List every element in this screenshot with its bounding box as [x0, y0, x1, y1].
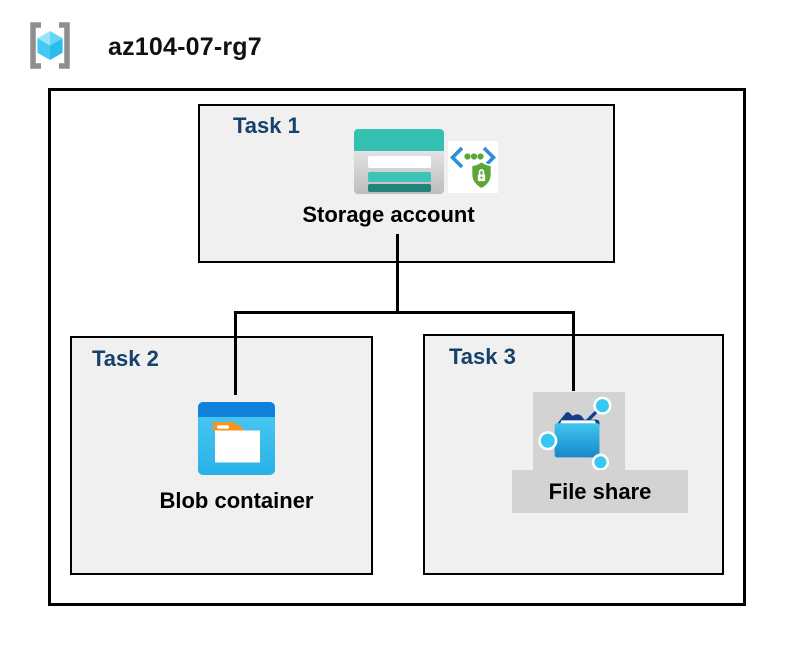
storage-account-icon	[354, 129, 444, 194]
connector-horizontal-bar	[234, 311, 575, 314]
task2-box: Task 2 Blob container	[70, 336, 373, 575]
blob-container-icon	[198, 402, 275, 475]
task1-box: Task 1 Storage account	[198, 104, 615, 263]
sas-secure-access-icon	[448, 141, 498, 193]
file-share-label-highlight: File share	[512, 470, 688, 513]
storage-account-caption: Storage account	[302, 202, 475, 227]
file-share-icon	[538, 396, 612, 471]
connector-to-blob-container	[234, 311, 237, 395]
blob-container-caption: Blob container	[159, 488, 314, 513]
resource-group-name: az104-07-rg7	[108, 33, 262, 61]
connector-to-file-share	[572, 311, 575, 391]
connector-storage-stem	[396, 234, 399, 313]
task3-label: Task 3	[449, 344, 516, 369]
file-share-caption: File share	[548, 479, 652, 504]
task1-label: Task 1	[233, 113, 300, 138]
resource-group-icon	[30, 22, 70, 69]
file-share-icon-highlight	[533, 392, 625, 474]
task2-label: Task 2	[92, 346, 159, 371]
